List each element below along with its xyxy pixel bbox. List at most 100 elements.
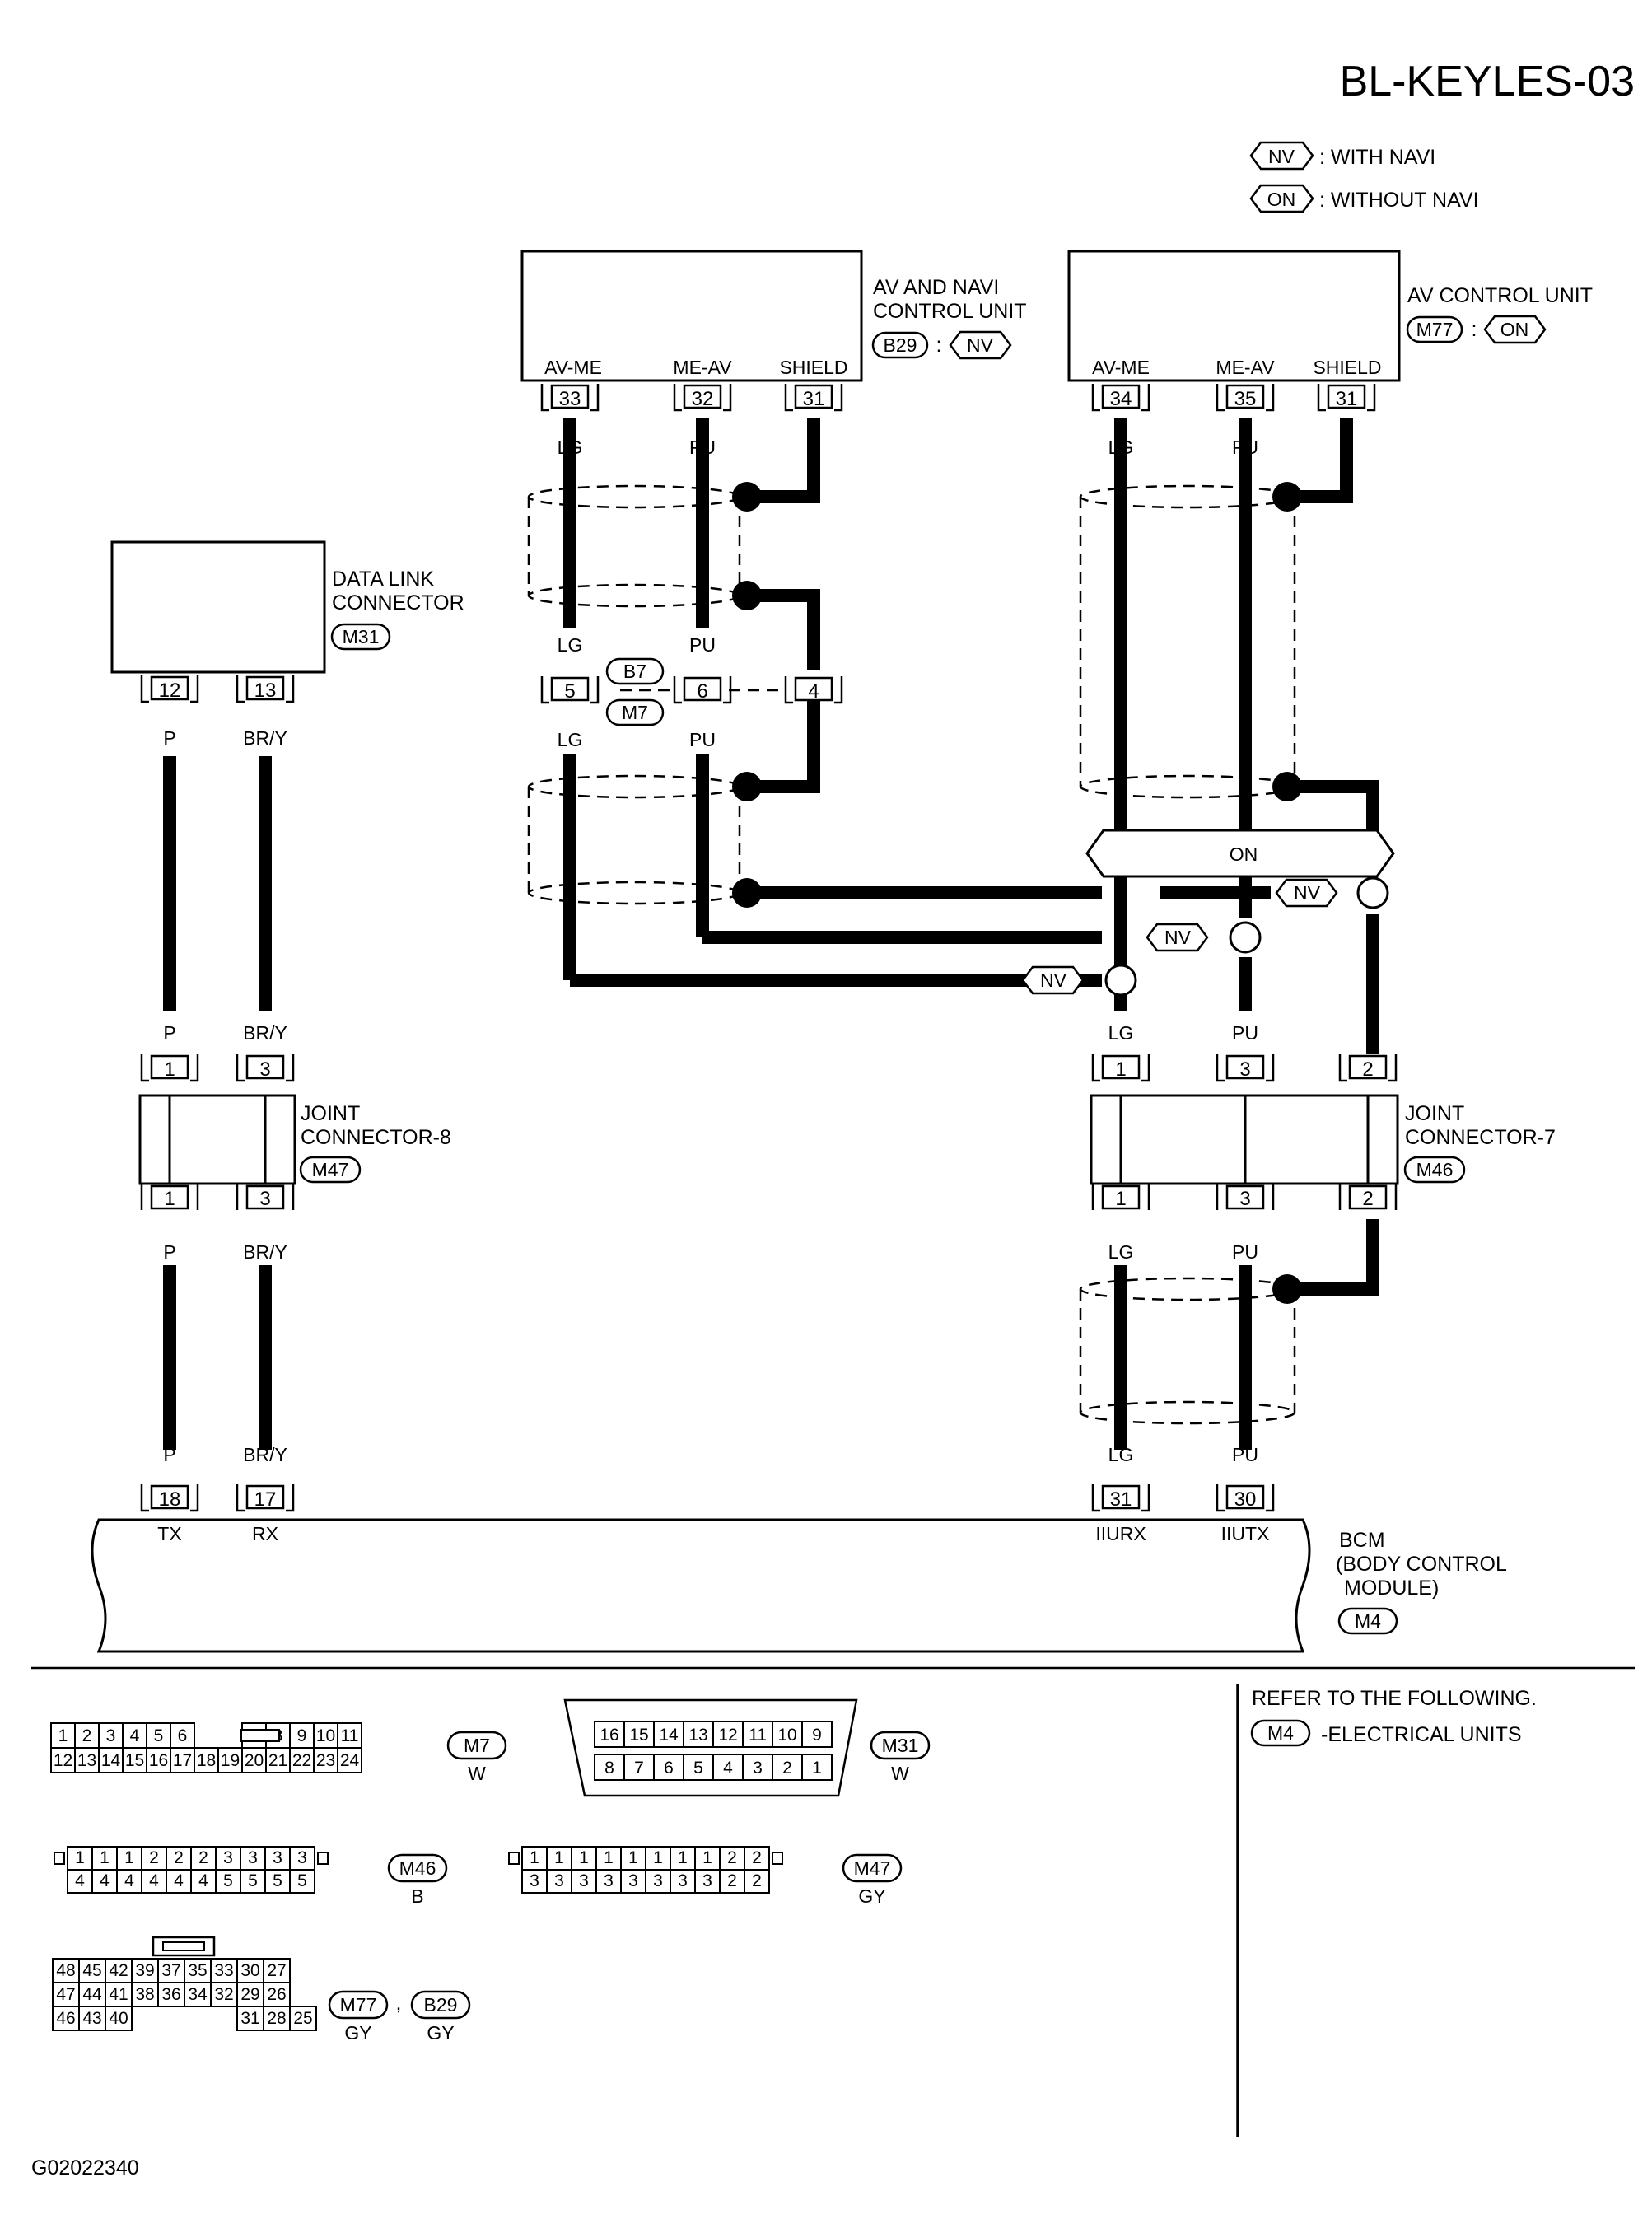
pin-number: 2 [1362, 1188, 1373, 1210]
m47-cavity-label: 3 [678, 1871, 688, 1890]
pin-number: 1 [1115, 1058, 1126, 1081]
legend-nv-tag: NV [1268, 146, 1295, 167]
m31-cavity [742, 1721, 773, 1748]
pin-number: 13 [254, 680, 277, 702]
m31-cavity-label: 14 [659, 1726, 679, 1745]
m31-cavity-label: 12 [718, 1726, 737, 1745]
pin-number: 12 [159, 680, 181, 702]
m77-cavity-label: 29 [240, 1985, 259, 2004]
m77-cavity [184, 1982, 212, 2007]
pin-number: 3 [1239, 1058, 1250, 1081]
m47-cavity-label: 3 [530, 1871, 539, 1890]
m77-cavity [263, 1958, 291, 1983]
m77-cavity-label: 43 [82, 2009, 101, 2028]
m77-tag-code: M77 [340, 1994, 377, 2016]
m31-cavity [623, 1754, 655, 1781]
m7-cavity [170, 1722, 195, 1749]
m47-cavity-label: 1 [554, 1848, 564, 1867]
wire-color: LG [1108, 1241, 1134, 1263]
m46-cavity-label: 5 [223, 1871, 233, 1890]
connector-code-b7: B7 [623, 661, 646, 682]
bcm-body-control-module: 18 17 31 30 TX RX IIURX IIUTX BCM (BODY … [91, 1483, 1507, 1653]
m7-cavity-label: 13 [77, 1751, 96, 1770]
nv-tag: NV [1164, 927, 1192, 948]
reference-text: -ELECTRICAL UNITS [1321, 1723, 1522, 1746]
m31-cavity [623, 1721, 655, 1748]
m47-latch [508, 1852, 520, 1865]
m7-cavity-label: 24 [340, 1751, 360, 1770]
terminal-name: AV-ME [1092, 357, 1150, 378]
pin-number: 3 [1239, 1188, 1250, 1210]
pin-number: 2 [1362, 1058, 1373, 1081]
m31-cavity-label: 3 [753, 1759, 763, 1778]
m31-cavity [712, 1754, 744, 1781]
terminal-name: IIURX [1095, 1523, 1146, 1544]
av-unit-title: AV CONTROL UNIT [1407, 284, 1593, 307]
m31-cavity-label: 4 [723, 1759, 733, 1778]
pin-number: 5 [564, 680, 575, 703]
m46-latch [317, 1852, 329, 1865]
wire-color: PU [1232, 1241, 1258, 1263]
m46-latch [54, 1852, 65, 1865]
m77-cavity [263, 2006, 291, 2031]
m46-cavity [91, 1846, 118, 1871]
m31-tag-code: M31 [882, 1735, 919, 1756]
terminal-name: TX [157, 1523, 181, 1544]
m47-cavity-label: 3 [702, 1871, 712, 1890]
wire-color: P [163, 727, 175, 749]
m31-cavity [683, 1721, 714, 1748]
m47-cavity [670, 1846, 696, 1871]
m47-cavity [595, 1869, 622, 1894]
bcm-title: BCM [1339, 1529, 1385, 1552]
m77-cavity-label: 32 [214, 1985, 233, 2004]
terminal-name: SHIELD [779, 357, 847, 378]
m46-cavity-label: 3 [297, 1848, 307, 1867]
wire-color: P [163, 1022, 175, 1044]
wire-color: LG [558, 437, 583, 458]
m7-cavity-label: 5 [154, 1726, 164, 1745]
pin-number: 1 [164, 1058, 175, 1081]
m47-latch [772, 1852, 783, 1865]
connector-code-m4: M4 [1267, 1722, 1294, 1744]
m77-cavity-label: 41 [109, 1985, 128, 2004]
m46-cavity-label: 3 [248, 1848, 258, 1867]
m31-cavity-label: 2 [782, 1759, 792, 1778]
connector-faces: 123456789101112131415161718192021222324M… [50, 1698, 931, 2044]
m46-cavity-label: 3 [223, 1848, 233, 1867]
m31-cavity-label: 13 [688, 1726, 707, 1745]
m47-cavity-label: 1 [604, 1848, 614, 1867]
m47-cavity-label: 3 [579, 1871, 589, 1890]
legend-on-text: : WITHOUT NAVI [1319, 189, 1479, 212]
pin-number: 31 [1110, 1488, 1132, 1511]
wire-labels: LG PU LG PU LG PU LG PU P BR/Y P BR/Y P … [163, 437, 1258, 1465]
m47-cavity [571, 1869, 597, 1894]
m46-cavity-label: 4 [124, 1871, 134, 1890]
terminal-name: ME-AV [1216, 357, 1275, 378]
m7-cavity-label: 2 [82, 1726, 92, 1745]
pin-number: 33 [559, 388, 581, 410]
m77-cavity-label: 48 [56, 1961, 75, 1980]
wires [163, 418, 1379, 1450]
pin-number: 34 [1110, 388, 1132, 410]
m31-tag [870, 1731, 931, 1760]
terminal-name: AV-ME [544, 357, 602, 378]
m31-cavity-label: 8 [604, 1759, 614, 1778]
m46-cavity-label: 4 [100, 1871, 110, 1890]
wire-color: LG [1108, 1444, 1134, 1465]
m46-cavity-label: 2 [198, 1848, 208, 1867]
m77-cavity-label: 26 [267, 1985, 286, 2004]
wire-color: LG [1108, 437, 1134, 458]
colon: : [1472, 318, 1477, 341]
m77-cavity [78, 2006, 106, 2031]
joint7-title-2: CONNECTOR-7 [1405, 1126, 1556, 1149]
m7-cavity [146, 1747, 171, 1773]
m46-cavity [289, 1846, 315, 1871]
connector-code-m7: M7 [622, 702, 648, 723]
joint8-title: JOINT [301, 1102, 360, 1125]
connector-code-m47: M47 [312, 1159, 349, 1180]
m46-cavity-label: 1 [124, 1848, 134, 1867]
m77-cavity [157, 1982, 185, 2007]
m46-tag-code: M46 [399, 1857, 436, 1879]
m46-tag [387, 1853, 448, 1883]
m31-cavity [801, 1754, 833, 1781]
